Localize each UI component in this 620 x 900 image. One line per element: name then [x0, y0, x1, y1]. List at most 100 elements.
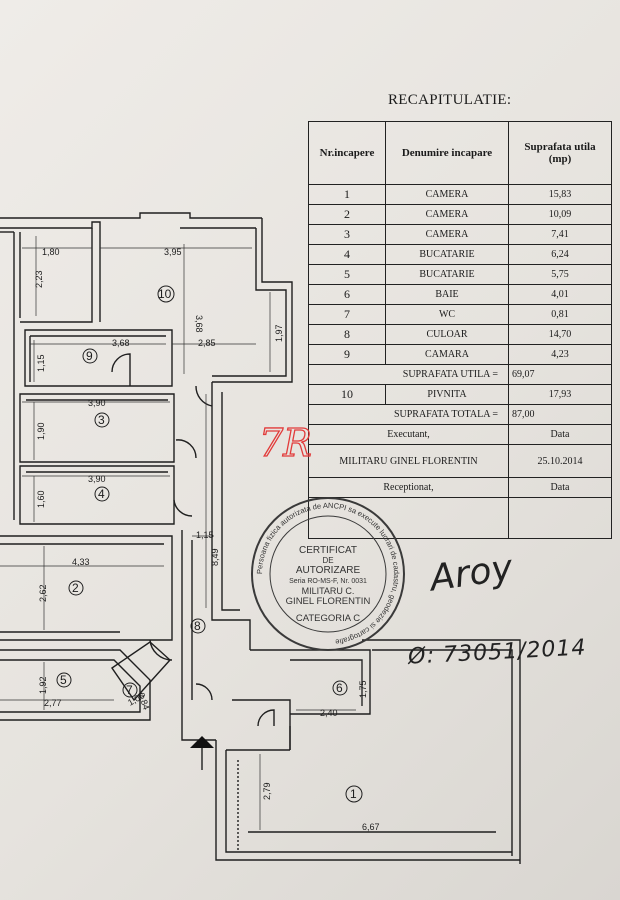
executant-label: Executant,	[308, 424, 509, 445]
row-name: BAIE	[385, 284, 509, 305]
room-label-4: 4	[98, 487, 105, 501]
dim-label: 1,97	[274, 324, 284, 342]
table-row-executant-name: MILITARU GINEL FLORENTIN 25.10.2014	[308, 444, 612, 478]
table-row-pivnita: 10 PIVNITA 17,93	[308, 384, 612, 405]
room-label-7: 7	[126, 683, 133, 697]
receptionat-date-cell	[508, 497, 612, 539]
row-nr: 5	[308, 264, 386, 285]
dim-label: 2,40	[320, 708, 338, 718]
table-row-executant: Executant, Data	[308, 424, 612, 445]
row-area: 17,93	[508, 384, 612, 405]
dim-label: 3,68	[112, 338, 130, 348]
dim-label: 3,90	[88, 398, 106, 408]
executant-date: 25.10.2014	[508, 444, 612, 478]
row-nr: 4	[308, 244, 386, 265]
table-header-row: Nr.incapere Denumire incapare Suprafata …	[308, 121, 612, 185]
dim-label: 2,77	[44, 698, 62, 708]
row-name: CULOAR	[385, 324, 509, 345]
authorization-stamp: Persoana fizica autorizata de ANCPI sa e…	[251, 497, 405, 651]
row-area: 15,83	[508, 184, 612, 205]
header-area: Suprafata utila (mp)	[508, 121, 612, 185]
stamp-line1: CERTIFICAT	[299, 545, 357, 556]
receptionat-signature-cell	[308, 497, 509, 539]
recap-title: RECAPITULATIE:	[388, 92, 512, 108]
row-area: 6,24	[508, 244, 612, 265]
room-label-1: 1	[350, 787, 357, 801]
dim-label: 1,90	[36, 422, 46, 440]
data-label: Data	[508, 424, 612, 445]
table-row-utila: SUPRAFATA UTILA = 69,07	[308, 364, 612, 385]
row-name: PIVNITA	[385, 384, 509, 405]
room-label-8: 8	[194, 619, 201, 633]
entrance-arrow-icon	[190, 736, 214, 748]
dim-label: 8,49	[210, 548, 220, 566]
dim-label: 1,60	[36, 490, 46, 508]
stamp-line2: DE	[322, 556, 333, 565]
dim-label: 2,62	[38, 584, 48, 602]
row-area: 0,81	[508, 304, 612, 325]
stamp-line3: AUTORIZARE	[296, 565, 361, 576]
row-area: 4,01	[508, 284, 612, 305]
row-nr: 6	[308, 284, 386, 305]
row-nr: 2	[308, 204, 386, 225]
room-label-10: 10	[158, 287, 172, 301]
totala-value: 87,00	[508, 404, 612, 425]
stamp-name2: GINEL FLORENTIN	[286, 596, 371, 607]
row-area: 14,70	[508, 324, 612, 345]
room-label-5: 5	[60, 673, 67, 687]
row-nr: 3	[308, 224, 386, 245]
row-area: 7,41	[508, 224, 612, 245]
watermark-text: 7R	[259, 421, 312, 465]
stamp-serial: Seria RO-MS-F, Nr. 0031	[289, 578, 367, 585]
header-name: Denumire incapare	[385, 121, 509, 185]
room-label-3: 3	[98, 413, 105, 427]
row-name: BUCATARIE	[385, 244, 509, 265]
stamp-category: CATEGORIA C	[296, 613, 360, 624]
row-name: CAMERA	[385, 204, 509, 225]
dim-label: 1,15	[196, 530, 214, 540]
dim-label: 2,23	[34, 270, 44, 288]
room-label-9: 9	[86, 349, 93, 363]
dim-label: 3,95	[164, 247, 182, 257]
row-nr: 1	[308, 184, 386, 205]
row-name: CAMARA	[385, 344, 509, 365]
executant-name: MILITARU GINEL FLORENTIN	[308, 444, 509, 478]
utila-label: SUPRAFATA UTILA =	[308, 364, 509, 385]
dim-label: 2,79	[262, 782, 272, 800]
data-label-2: Data	[508, 477, 612, 498]
dim-label: 3,90	[88, 474, 106, 484]
totala-label: SUPRAFATA TOTALA =	[308, 404, 509, 425]
row-area: 4,23	[508, 344, 612, 365]
row-name: WC	[385, 304, 509, 325]
row-nr: 7	[308, 304, 386, 325]
room-label-2: 2	[72, 581, 79, 595]
dim-label: 2,85	[198, 338, 216, 348]
dim-label: 4,33	[72, 557, 90, 567]
recap-table: Nr.incapere Denumire incapare Suprafata …	[308, 121, 612, 539]
stamp-name1: MILITARU C.	[302, 586, 355, 596]
header-nr: Nr.incapere	[308, 121, 386, 185]
row-area: 10,09	[508, 204, 612, 225]
row-area: 5,75	[508, 264, 612, 285]
row-nr: 8	[308, 324, 386, 345]
row-nr: 10	[308, 384, 386, 405]
dim-label: 1,80	[42, 247, 60, 257]
utila-value: 69,07	[508, 364, 612, 385]
dim-label: 1,92	[38, 676, 48, 694]
room-label-6: 6	[336, 681, 343, 695]
row-name: CAMERA	[385, 184, 509, 205]
dim-label: 3,68	[194, 315, 204, 333]
row-name: CAMERA	[385, 224, 509, 245]
row-name: BUCATARIE	[385, 264, 509, 285]
dim-label: 6,67	[362, 822, 380, 832]
